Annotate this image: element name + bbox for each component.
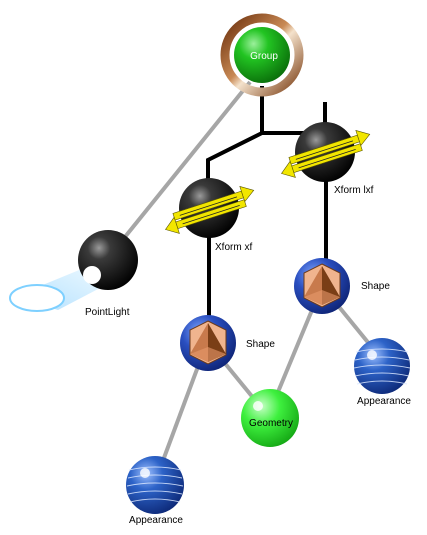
xform-left-label: Xform xf xyxy=(215,242,252,253)
xform-left-arrows-icon xyxy=(165,185,255,234)
xform-left-node[interactable]: Xform xf xyxy=(160,178,259,253)
point-light-label: PointLight xyxy=(85,307,130,318)
shape-right-label: Shape xyxy=(361,281,390,292)
appearance-right-stripes-icon xyxy=(353,348,411,385)
xform-right-arrows-icon xyxy=(281,129,371,178)
group-node[interactable]: Group xyxy=(220,13,304,97)
appearance-right-node[interactable]: Appearance xyxy=(353,338,411,407)
point-light-node[interactable]: PointLight xyxy=(9,230,138,318)
group-label: Group xyxy=(250,51,278,62)
geometry-node[interactable]: Geometry xyxy=(241,389,299,447)
edge-group-pointlight xyxy=(106,80,252,260)
shape-right-node[interactable]: Shape xyxy=(294,258,390,314)
appearance-left-stripes-icon xyxy=(126,466,184,503)
shape-left-node[interactable]: Shape xyxy=(180,315,275,371)
appearance-left-node[interactable]: Appearance xyxy=(126,456,184,526)
appearance-left-label: Appearance xyxy=(129,515,183,526)
geometry-label: Geometry xyxy=(249,418,293,429)
appearance-right-label: Appearance xyxy=(357,396,411,407)
xform-right-label: Xform lxf xyxy=(334,185,374,196)
shape-left-label: Shape xyxy=(246,339,275,350)
xform-right-node[interactable]: Xform lxf xyxy=(276,122,375,196)
shape-right-pyramid-icon xyxy=(303,263,341,308)
shape-left-pyramid-icon xyxy=(189,320,227,365)
edge-group-xforms xyxy=(260,86,327,135)
